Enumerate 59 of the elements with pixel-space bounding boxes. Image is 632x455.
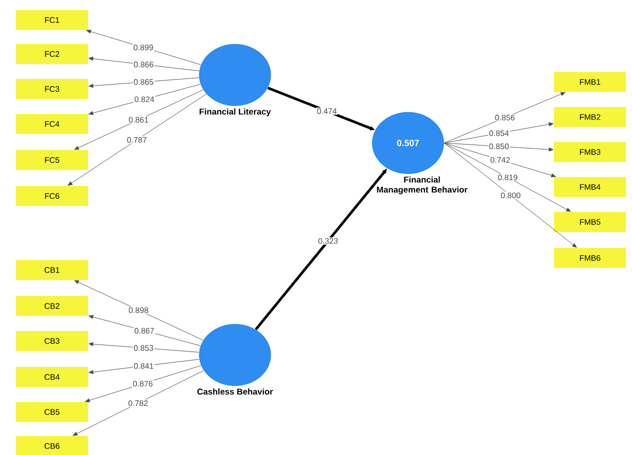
edge-label: 0.841 <box>132 362 154 370</box>
indicator-box: CB4 <box>16 367 88 387</box>
edge-label: 0.854 <box>488 130 510 137</box>
arrow <box>444 122 554 144</box>
indicator-box: FC3 <box>16 79 88 99</box>
edge-label: 0.876 <box>132 380 154 388</box>
edge-label: 0.865 <box>132 78 154 86</box>
indicator-box: FMB4 <box>554 177 626 197</box>
indicator-box: CB2 <box>16 296 88 316</box>
edge-label: 0.899 <box>132 44 154 52</box>
indicator-box: FC2 <box>16 44 88 64</box>
arrow <box>74 280 204 340</box>
arrow <box>88 84 201 115</box>
node-label: Financial Literacy <box>200 108 271 116</box>
node-label: Cashless Behavior <box>197 388 273 395</box>
indicator-box: CB1 <box>16 260 88 280</box>
indicator-box: CB3 <box>16 331 88 351</box>
indicator-box: FC4 <box>16 114 88 134</box>
indicator-box: CB6 <box>16 436 88 455</box>
indicator-box: FMB1 <box>554 72 626 92</box>
edge-label: 0.898 <box>128 306 150 314</box>
arrow <box>85 365 202 402</box>
arrow <box>444 92 566 144</box>
edge-label: 0.742 <box>489 156 512 164</box>
edge-label: 0.866 <box>132 60 154 68</box>
indicator-box: FMB5 <box>554 212 626 232</box>
indicator-box: FMB2 <box>554 107 626 127</box>
arrow <box>444 142 556 178</box>
node-label: Financial Management Behavior <box>376 176 468 194</box>
edge-label: 0.856 <box>494 114 516 122</box>
arrow <box>72 370 204 436</box>
edge-label: 0.800 <box>500 192 522 200</box>
indicator-box: FMB6 <box>554 248 626 268</box>
edge-label: 0.787 <box>126 136 148 144</box>
indicator-box: FC6 <box>16 186 88 206</box>
arrow <box>68 94 207 186</box>
edge-label: 0.323 <box>317 237 339 245</box>
arrow <box>88 56 200 72</box>
arrow <box>444 142 554 152</box>
edge-label: 0.853 <box>132 344 154 352</box>
arrow <box>86 30 202 65</box>
edge-label: 0.850 <box>488 142 510 150</box>
indicator-box: FMB3 <box>554 142 626 162</box>
arrow <box>88 342 200 352</box>
edge-label: 0.867 <box>134 327 156 334</box>
arrow <box>444 142 577 248</box>
arrow <box>88 315 201 346</box>
indicator-box: FC1 <box>16 10 88 30</box>
arrow <box>88 78 200 88</box>
indicator-box: FC5 <box>16 150 88 170</box>
edge-label: 0.782 <box>127 400 149 407</box>
arrow <box>88 359 200 374</box>
indicator-box: CB5 <box>16 402 88 422</box>
edge-label: 0.474 <box>316 107 338 115</box>
arrow <box>444 142 571 212</box>
arrow <box>74 90 204 150</box>
edge-label: 0.824 <box>134 96 156 103</box>
edge-label: 0.861 <box>128 116 150 124</box>
edge-label: 0.819 <box>496 174 518 182</box>
